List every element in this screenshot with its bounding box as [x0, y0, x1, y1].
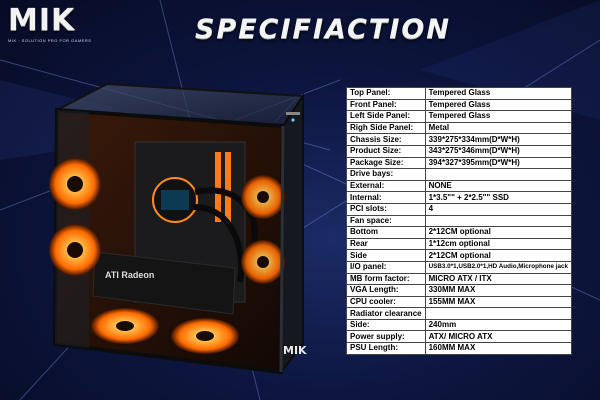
spec-value: 240mm	[424, 318, 573, 332]
spec-label: Power supply:	[346, 330, 426, 344]
spec-label: Left Side Panel:	[346, 110, 426, 123]
pc-case-image: ATI Radeon MIK	[49, 82, 307, 375]
spec-value	[424, 168, 573, 181]
spec-value: 2*12CM optional	[424, 249, 573, 262]
spec-value	[424, 214, 573, 228]
spec-value	[424, 307, 573, 320]
spec-row: Fan space:	[346, 214, 573, 228]
spec-row: External:NONE	[346, 179, 573, 193]
spec-value: Tempered Glass	[424, 110, 573, 123]
fan-icon	[241, 175, 285, 219]
spec-label: Side:	[346, 318, 426, 332]
spec-value: 339*275*334mm(D*W*H)	[424, 133, 573, 146]
spec-row: MB form factor:MICRO ATX / ITX	[346, 272, 573, 286]
spec-value: NONE	[424, 179, 573, 193]
spec-row: Front Panel:Tempered Glass	[346, 98, 573, 112]
spec-value: 160MM MAX	[424, 342, 573, 355]
logo-tagline: MIK · SOLUTION PRO FOR GAMERS	[8, 38, 92, 43]
spec-row: Product Size:343*275*346mm(D*W*H)	[346, 144, 573, 158]
spec-label: CPU cooler:	[346, 295, 426, 309]
spec-row: Righ Side Panel:Metal	[346, 121, 573, 135]
spec-value: Tempered Glass	[424, 87, 573, 100]
spec-value: 1*3.5"" + 2*2.5"" SSD	[424, 191, 573, 204]
spec-row: Side:240mm	[346, 318, 573, 332]
spec-label: PSU Length:	[346, 342, 426, 355]
spec-row: Chassis Size:339*275*334mm(D*W*H)	[346, 133, 573, 146]
spec-label: Internal:	[346, 191, 426, 204]
spec-label: Righ Side Panel:	[346, 121, 426, 135]
spec-row: I/O panel:USB3.0*1,USB2.0*1,HD Audio,Mic…	[346, 260, 573, 274]
spec-row: Package Size:394*327*395mm(D*W*H)	[346, 156, 573, 170]
spec-row: VGA Length:330MM MAX	[346, 284, 573, 297]
spec-row: PCI slots:4	[346, 202, 573, 216]
spec-value: 394*327*395mm(D*W*H)	[424, 156, 573, 170]
spec-value: ATX/ MICRO ATX	[424, 330, 573, 344]
spec-label: Chassis Size:	[346, 133, 426, 146]
gpu-label: ATI Radeon	[105, 270, 154, 280]
spec-value: 330MM MAX	[424, 284, 573, 297]
spec-label: Package Size:	[346, 156, 426, 170]
spec-row: Drive bays:	[346, 168, 573, 181]
spec-row: PSU Length:160MM MAX	[346, 342, 573, 355]
spec-row: CPU cooler:155MM MAX	[346, 295, 573, 309]
spec-label: I/O panel:	[346, 260, 426, 274]
logo-mark: MIK	[8, 3, 76, 38]
spec-label: Drive bays:	[346, 168, 426, 181]
fan-icon	[49, 158, 101, 210]
spec-label: Fan space:	[346, 214, 426, 228]
fan-icon	[241, 240, 285, 284]
spec-label: VGA Length:	[346, 284, 426, 297]
spec-label: Rear	[346, 237, 426, 251]
spec-value: 1*12cm optional	[424, 237, 573, 251]
spec-value: 4	[424, 202, 573, 216]
spec-row: Radiator clearance	[346, 307, 573, 320]
brand-logo: MIK MIK · SOLUTION PRO FOR GAMERS	[8, 3, 128, 44]
spec-label: Side	[346, 249, 426, 262]
spec-label: Top Panel:	[346, 87, 426, 100]
spec-value: MICRO ATX / ITX	[424, 272, 573, 286]
spec-value: USB3.0*1,USB2.0*1,HD Audio,Microphone ja…	[424, 260, 573, 274]
fan-icon	[171, 318, 239, 354]
spec-value: Metal	[424, 121, 573, 135]
fan-icon	[49, 224, 101, 276]
spec-label: Radiator clearance	[346, 307, 426, 320]
spec-value: Tempered Glass	[424, 98, 573, 112]
spec-value: 2*12CM optional	[424, 226, 573, 239]
case-logo: MIK	[283, 344, 307, 357]
spec-value: 155MM MAX	[424, 295, 573, 309]
spec-label: Front Panel:	[346, 98, 426, 112]
spec-row: Left Side Panel:Tempered Glass	[346, 110, 573, 123]
spec-row: Internal:1*3.5"" + 2*2.5"" SSD	[346, 191, 573, 204]
spec-row: Power supply:ATX/ MICRO ATX	[346, 330, 573, 344]
spec-label: External:	[346, 179, 426, 193]
fan-icon	[91, 308, 159, 344]
spec-label: PCI slots:	[346, 202, 426, 216]
page-title: SPECIFIACTION	[195, 14, 451, 45]
spec-label: MB form factor:	[346, 272, 426, 286]
spec-label: Product Size:	[346, 144, 426, 158]
spec-label: Bottom	[346, 226, 426, 239]
spec-value: 343*275*346mm(D*W*H)	[424, 144, 573, 158]
spec-row: Top Panel:Tempered Glass	[346, 87, 573, 100]
